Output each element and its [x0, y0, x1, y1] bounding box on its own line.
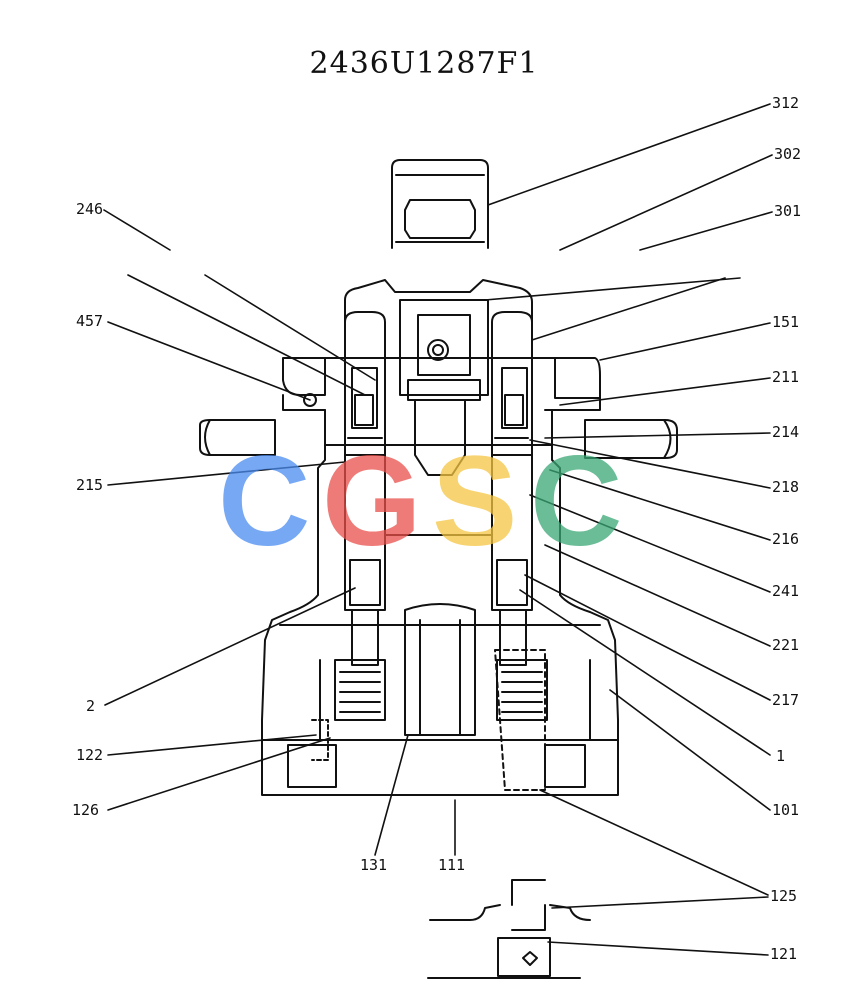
left-spring — [334, 659, 386, 721]
label-302: 302 — [774, 145, 802, 163]
label-218: 218 — [772, 478, 800, 496]
label-215: 215 — [76, 476, 104, 494]
shaft-housing — [391, 159, 489, 249]
lower-housing — [279, 603, 601, 741]
base-plate — [261, 649, 619, 791]
right-spring — [496, 659, 548, 721]
detail-view — [427, 879, 591, 979]
label-211: 211 — [772, 368, 800, 386]
label-151: 151 — [772, 313, 800, 331]
left-lug — [199, 419, 276, 456]
label-246: 246 — [76, 200, 104, 218]
label-221: 221 — [772, 636, 800, 654]
label-214: 214 — [772, 423, 800, 441]
label-121: 121 — [770, 945, 798, 963]
right-lug — [584, 419, 678, 459]
label-1: 1 — [776, 747, 786, 765]
label-457: 457 — [76, 312, 104, 330]
left-spool — [344, 311, 386, 456]
label-125: 125 — [770, 887, 798, 905]
right-spool — [491, 311, 533, 456]
left-piston — [344, 454, 386, 666]
label-216: 216 — [772, 530, 800, 548]
drawing-title: 2436U1287F1 — [309, 46, 539, 81]
label-101: 101 — [772, 801, 800, 819]
upper-cap — [344, 279, 533, 401]
label-312: 312 — [772, 94, 800, 112]
label-131: 131 — [360, 856, 388, 874]
label-126: 126 — [72, 801, 100, 819]
watermark-letter-g: G — [322, 430, 422, 573]
label-111: 111 — [438, 856, 466, 874]
label-241: 241 — [772, 582, 800, 600]
label-2: 2 — [86, 697, 96, 715]
valve-body — [261, 409, 619, 796]
label-301: 301 — [774, 202, 802, 220]
label-217: 217 — [772, 691, 800, 709]
flange-plate — [282, 357, 601, 411]
leader-lines — [103, 103, 773, 956]
right-piston — [491, 454, 533, 666]
label-122: 122 — [76, 746, 104, 764]
watermark-letter-s: S — [432, 430, 518, 573]
watermark-letter-c1: C — [218, 430, 311, 573]
watermark-letter-c2: C — [530, 430, 623, 573]
